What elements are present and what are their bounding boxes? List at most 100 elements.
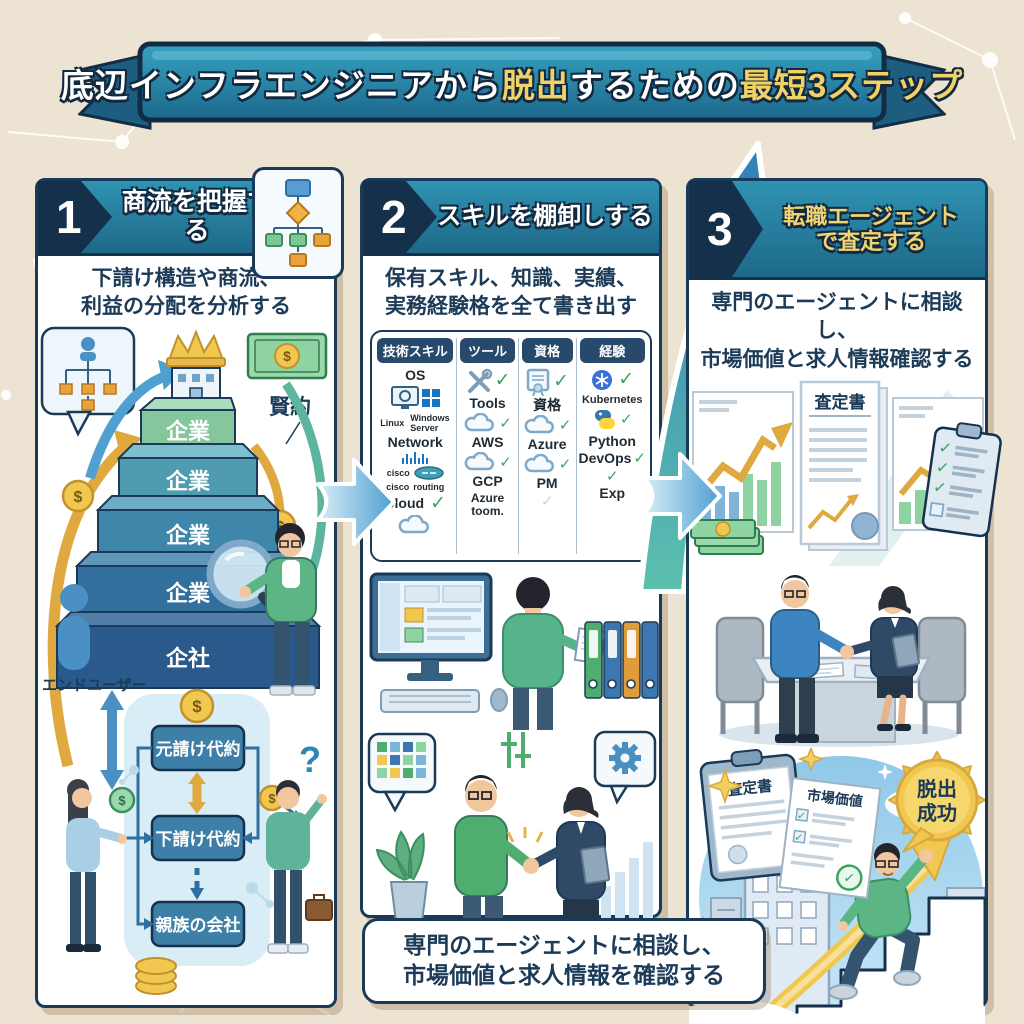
- step1-number: 1: [56, 191, 82, 243]
- sparkle-icon: [877, 764, 893, 781]
- step2-title: スキルを棚卸しする: [437, 203, 653, 231]
- column-experience: 経験 ✓ Kubernetes ✓: [577, 337, 649, 554]
- svg-text:✓: ✓: [793, 832, 804, 845]
- flow-box-label: 下請け代約: [156, 829, 241, 849]
- check-icon: ✓: [430, 493, 446, 515]
- money-bill-icon: $: [246, 332, 328, 379]
- workstation-scene: [369, 572, 659, 730]
- check-icon: ✓: [499, 414, 512, 432]
- market-value-title: 市場価値: [806, 787, 864, 810]
- check-icon: ✓: [633, 450, 646, 468]
- title-highlight: 脱出: [501, 67, 570, 104]
- monitor-icon: [369, 572, 493, 681]
- step3-panel: 3 転職エージェント で査定する 専門のエージェントに相談し、 市場価値と求人情…: [686, 178, 1002, 1024]
- spark-lines: [506, 826, 544, 843]
- cisco-logo-icon: [401, 452, 429, 465]
- cell-aws: AWS: [471, 434, 504, 451]
- step2-subtitle-line1: 保有スキル、知識、実績、: [385, 267, 637, 290]
- step3-number: 3: [707, 203, 733, 255]
- two-way-arrow: [100, 689, 124, 790]
- step1-title: 商流を把握する: [121, 188, 272, 245]
- clipboard-doc-title: 査定書: [726, 777, 773, 800]
- bottom-note-line2: 市場価値と求人情報を確認する: [403, 962, 725, 988]
- step2-to-step3-arrow: [642, 452, 722, 540]
- app-grid-bubble-icon: [367, 732, 437, 813]
- column-tools: ツール ✓ Tools ✓ AWS ✓ GC: [457, 337, 519, 554]
- tier-label: 企社: [165, 646, 210, 671]
- bottom-note: 専門のエージェントに相談し、 市場価値と求人情報を確認する: [362, 918, 766, 1004]
- cloud-icon: [398, 515, 430, 534]
- svg-text:$: $: [268, 791, 276, 806]
- svg-text:$: $: [283, 348, 291, 364]
- svg-text:✓: ✓: [796, 810, 807, 823]
- flowchart-icon-card: [252, 167, 344, 279]
- step3-title-line1: 転職エージェント: [783, 203, 959, 229]
- cell-windows-server: Windows Server: [410, 413, 450, 434]
- svg-text:$: $: [74, 489, 83, 506]
- crown-icon: [166, 328, 226, 367]
- binders-icon: [584, 620, 659, 699]
- bottom-note-line1: 専門のエージェントに相談し、: [403, 932, 725, 959]
- cell-devops: DevOps: [578, 450, 632, 467]
- contract-flow-boxes: 元請け代約 下請け代約 親族の会社: [150, 724, 246, 947]
- chair-icon: [917, 616, 967, 735]
- kubernetes-icon: [592, 369, 613, 390]
- cloud-icon: [524, 415, 554, 434]
- flow-box-label: 元請け代約: [156, 739, 241, 759]
- step1-subtitle: 下請け構造や商流、 利益の分配を分析する: [38, 256, 334, 326]
- keyboard-icon: [380, 688, 480, 713]
- column-header: 技術スキル: [377, 337, 454, 363]
- svg-text:✓: ✓: [937, 439, 953, 458]
- coin-stack-icon: [135, 956, 177, 995]
- step3-header: 3 転職エージェント で査定する: [689, 181, 985, 280]
- svg-text:✓: ✓: [842, 869, 856, 886]
- banner-ribbon: [78, 41, 946, 130]
- check-icon: ✓: [558, 416, 572, 434]
- step3-title: 転職エージェント で査定する: [763, 204, 985, 255]
- step2-panel: 2 スキルを棚卸しする 保有スキル、知識、実績、 実務経験格を全て書き出す 技術…: [360, 178, 662, 928]
- svg-text:✓: ✓: [935, 459, 951, 478]
- step3-title-line2: で査定する: [815, 229, 926, 254]
- cloud-fluff: [689, 1000, 985, 1024]
- cloud-icon: [524, 454, 554, 473]
- step2-header: 2 スキルを棚卸しする: [363, 181, 659, 256]
- agent-handshake-scene: [367, 730, 657, 928]
- cell-cisco: cisco: [386, 468, 410, 479]
- column-certifications: 資格 ✓ 資格 ✓ Azure: [519, 337, 577, 554]
- tier-label: 企業: [165, 581, 211, 606]
- cell-kubernetes: Kubernetes: [581, 393, 643, 406]
- briefcase-man-figure: [266, 779, 333, 954]
- step2-number: 2: [381, 191, 407, 243]
- assessment-charts-scene: 査定書: [690, 380, 984, 567]
- svg-text:$: $: [192, 697, 202, 716]
- handshake-hands: [840, 645, 854, 660]
- end-user-label: エンドユーザー: [42, 677, 147, 694]
- svg-text:$: $: [118, 793, 126, 808]
- check-icon: ✓: [540, 492, 554, 510]
- chair-icon: [715, 616, 765, 735]
- cell-python: Python: [588, 432, 636, 449]
- check-icon: ✓: [619, 411, 633, 429]
- flowchart-icon: [265, 179, 331, 267]
- money-stack-icon: [690, 519, 764, 556]
- bar-chart-card: [692, 391, 794, 534]
- stamp-icon: [851, 512, 879, 541]
- end-user-icon: [58, 583, 90, 670]
- title-highlight: 最短3ステップ: [739, 67, 964, 104]
- column-header: 資格: [521, 337, 573, 363]
- cell-linux: Linux: [380, 418, 405, 429]
- assessment-doc-title: 査定書: [814, 392, 866, 412]
- candidate-figure: [770, 575, 850, 744]
- checklist-clipboard: ✓ ✓ ✓: [921, 422, 1002, 538]
- cell-os: OS: [405, 366, 426, 383]
- main-title: 底辺インフラエンジニアから脱出するための最短3ステップ: [61, 48, 962, 118]
- handshake-hands: [523, 857, 539, 874]
- check-icon: ✓: [553, 371, 570, 393]
- candidate-figure: [454, 774, 537, 928]
- agent-figure: [842, 586, 920, 732]
- step1-to-step2-arrow: [316, 458, 396, 546]
- tier-label: 企業: [165, 523, 211, 548]
- step3-subtitle: 専門のエージェントに相談し、 市場価値と求人情報確認する: [689, 280, 985, 378]
- flow-box-label: 親族の会社: [156, 915, 241, 935]
